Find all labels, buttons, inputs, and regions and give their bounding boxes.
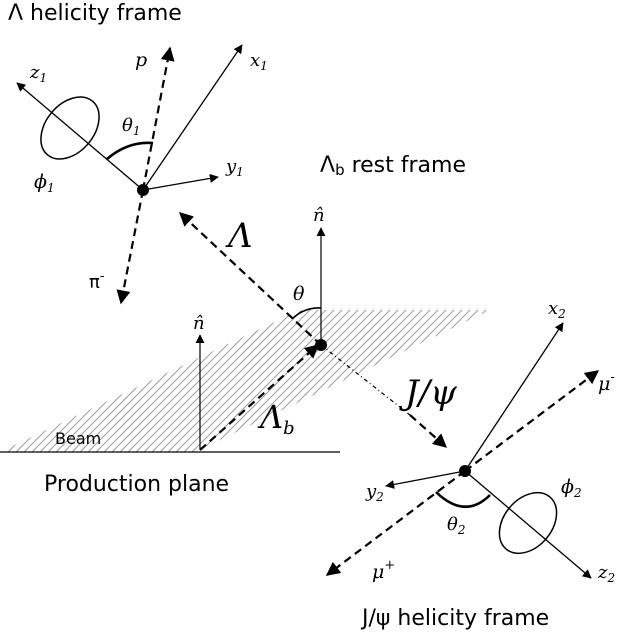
production-plane-label: Production plane — [44, 472, 229, 497]
phi1-label: ϕ1 — [34, 171, 55, 195]
hatch-line — [317, 310, 489, 452]
lambda-direction-arrow — [178, 212, 322, 346]
mu-minus-arrow — [464, 370, 600, 472]
hatch-line — [445, 310, 490, 452]
lambdab-momentum-arrow — [199, 344, 320, 451]
jpsi-helicity-frame-title: J/ψ helicity frame — [360, 606, 549, 631]
hatch-line — [373, 310, 490, 452]
lambda-helicity-frame — [16, 44, 243, 305]
theta2-arc — [435, 491, 491, 509]
y2-label: y2 — [365, 481, 384, 504]
jpsi-helicity-frame — [325, 322, 600, 579]
jpsi-direction-line — [320, 344, 411, 416]
jpsi-origin-dot — [459, 465, 471, 477]
hatch-line — [253, 310, 425, 452]
hatch-line — [173, 310, 345, 452]
lambdab-origin-dot — [315, 339, 327, 351]
z2-label: z2 — [597, 562, 615, 585]
hatch-line — [181, 310, 353, 452]
hatch-line — [101, 310, 273, 452]
plane-n-hat-label: n̂ — [193, 313, 205, 334]
mu-plus-arrow — [325, 470, 466, 576]
hatch-line — [0, 310, 41, 452]
hatch-line — [149, 310, 321, 452]
hatch-line — [221, 310, 393, 452]
n-hat-label: n̂ — [313, 205, 325, 226]
lambda-origin-dot — [137, 184, 149, 196]
hatch-line — [133, 310, 305, 452]
theta1-arc — [106, 141, 154, 160]
lambdab-label: Λb — [257, 398, 295, 439]
hatch-line — [205, 310, 377, 452]
jpsi-direction-arrow — [409, 414, 448, 448]
y1-axis — [142, 173, 219, 191]
hatch-line — [93, 310, 265, 452]
jpsi-label: J/ψ — [399, 373, 457, 413]
phi1-rotation — [40, 96, 100, 160]
hatch-line — [77, 310, 249, 452]
mu-minus-label: μ- — [598, 370, 615, 395]
y1-label: y1 — [225, 156, 244, 179]
z1-axis — [16, 82, 144, 191]
hatch-line — [21, 310, 193, 452]
p-label: p — [135, 49, 147, 71]
x2-label: x2 — [548, 298, 566, 321]
hatch-line — [437, 310, 490, 452]
phi2-rotation — [498, 491, 558, 555]
z2-axis — [464, 470, 592, 579]
x1-axis — [142, 44, 243, 191]
theta-label: θ — [293, 283, 305, 305]
hatch-line — [229, 310, 401, 452]
theta1-label: θ1 — [122, 115, 140, 138]
hatch-line — [189, 310, 361, 452]
hatch-line — [0, 310, 17, 452]
pi-minus-label: π- — [89, 269, 105, 293]
theta-arc — [291, 307, 322, 320]
hatch-line — [558, 300, 624, 470]
y2-axis — [385, 470, 466, 489]
x2-axis — [464, 322, 564, 472]
p-arrow — [141, 46, 175, 191]
z1-label: z1 — [29, 62, 47, 85]
hatch-line — [237, 310, 409, 452]
hatch-line — [157, 310, 329, 452]
mu-plus-label: μ+ — [372, 558, 395, 583]
hatch-line — [542, 300, 624, 470]
theta2-label: θ2 — [447, 514, 465, 537]
hatch-line — [197, 310, 369, 452]
x1-label: x1 — [250, 50, 268, 73]
beam-label: Beam — [55, 429, 101, 448]
hatch-line — [125, 310, 297, 452]
hatch-line — [614, 300, 624, 470]
hatch-line — [0, 310, 25, 452]
hatch-line — [141, 310, 313, 452]
hatch-line — [534, 300, 624, 470]
hatch-line — [165, 310, 337, 452]
lambda-label: Λ — [225, 216, 253, 256]
lambdab-rest-frame-title: Λb rest frame — [320, 153, 466, 179]
lambda-helicity-frame-title: Λ helicity frame — [8, 1, 182, 26]
hatch-line — [85, 310, 257, 452]
pi-minus-arrow — [116, 189, 145, 305]
hatch-line — [566, 300, 624, 470]
hatch-line — [0, 310, 9, 452]
phi2-label: ϕ2 — [561, 476, 582, 500]
